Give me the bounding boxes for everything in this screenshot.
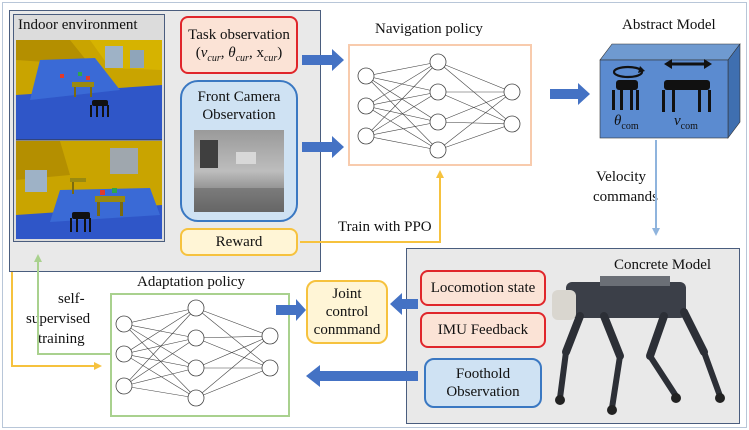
foothold-observation-box: Foothold Observation [424,358,542,408]
adaptation-policy-title: Adaptation policy [137,274,245,290]
foothold-observation-line1: Foothold [455,366,511,382]
reward-label: Reward [215,234,263,250]
self-supervised-line3: training [38,331,85,347]
front-camera-title-line1: Front Camera [197,89,281,105]
task-observation-box: Task observation (vcur, θcur, xcur) [180,16,298,74]
task-observation-formula: (vcur, θcur, xcur) [195,44,283,64]
navigation-policy-box [348,44,532,166]
joint-control-line2: control [325,304,369,320]
joint-control-line1: Joint [332,286,362,302]
train-with-ppo-label: Train with PPO [338,219,432,235]
reward-box: Reward [180,228,298,256]
front-camera-title-line2: Observation [202,107,276,123]
indoor-environment-inner [13,14,165,242]
joint-control-box: Joint control conmmand [306,280,388,344]
locomotion-state-box: Locomotion state [420,270,546,306]
adaptation-policy-box [110,293,290,417]
self-supervised-line1: self- [58,291,85,307]
indoor-environment-title: Indoor environment [18,17,138,33]
velocity-commands-line2: commands [593,189,658,205]
concrete-model-title: Concrete Model [614,257,712,273]
front-camera-box: Front Camera Observation [180,80,298,222]
navigation-policy-title: Navigation policy [375,21,483,37]
v-com-label: vcom [674,113,698,132]
velocity-commands-line1: Velocity [596,169,646,185]
imu-feedback-label: IMU Feedback [437,322,529,338]
locomotion-state-label: Locomotion state [430,280,536,296]
foothold-observation-line2: Observation [446,384,520,400]
joint-control-line3: conmmand [313,322,381,338]
imu-feedback-box: IMU Feedback [420,312,546,348]
self-supervised-line2: supervised [26,311,91,327]
task-observation-title: Task observation [188,26,290,43]
theta-com-label: θcom [614,113,639,132]
abstract-model-title: Abstract Model [622,17,716,33]
